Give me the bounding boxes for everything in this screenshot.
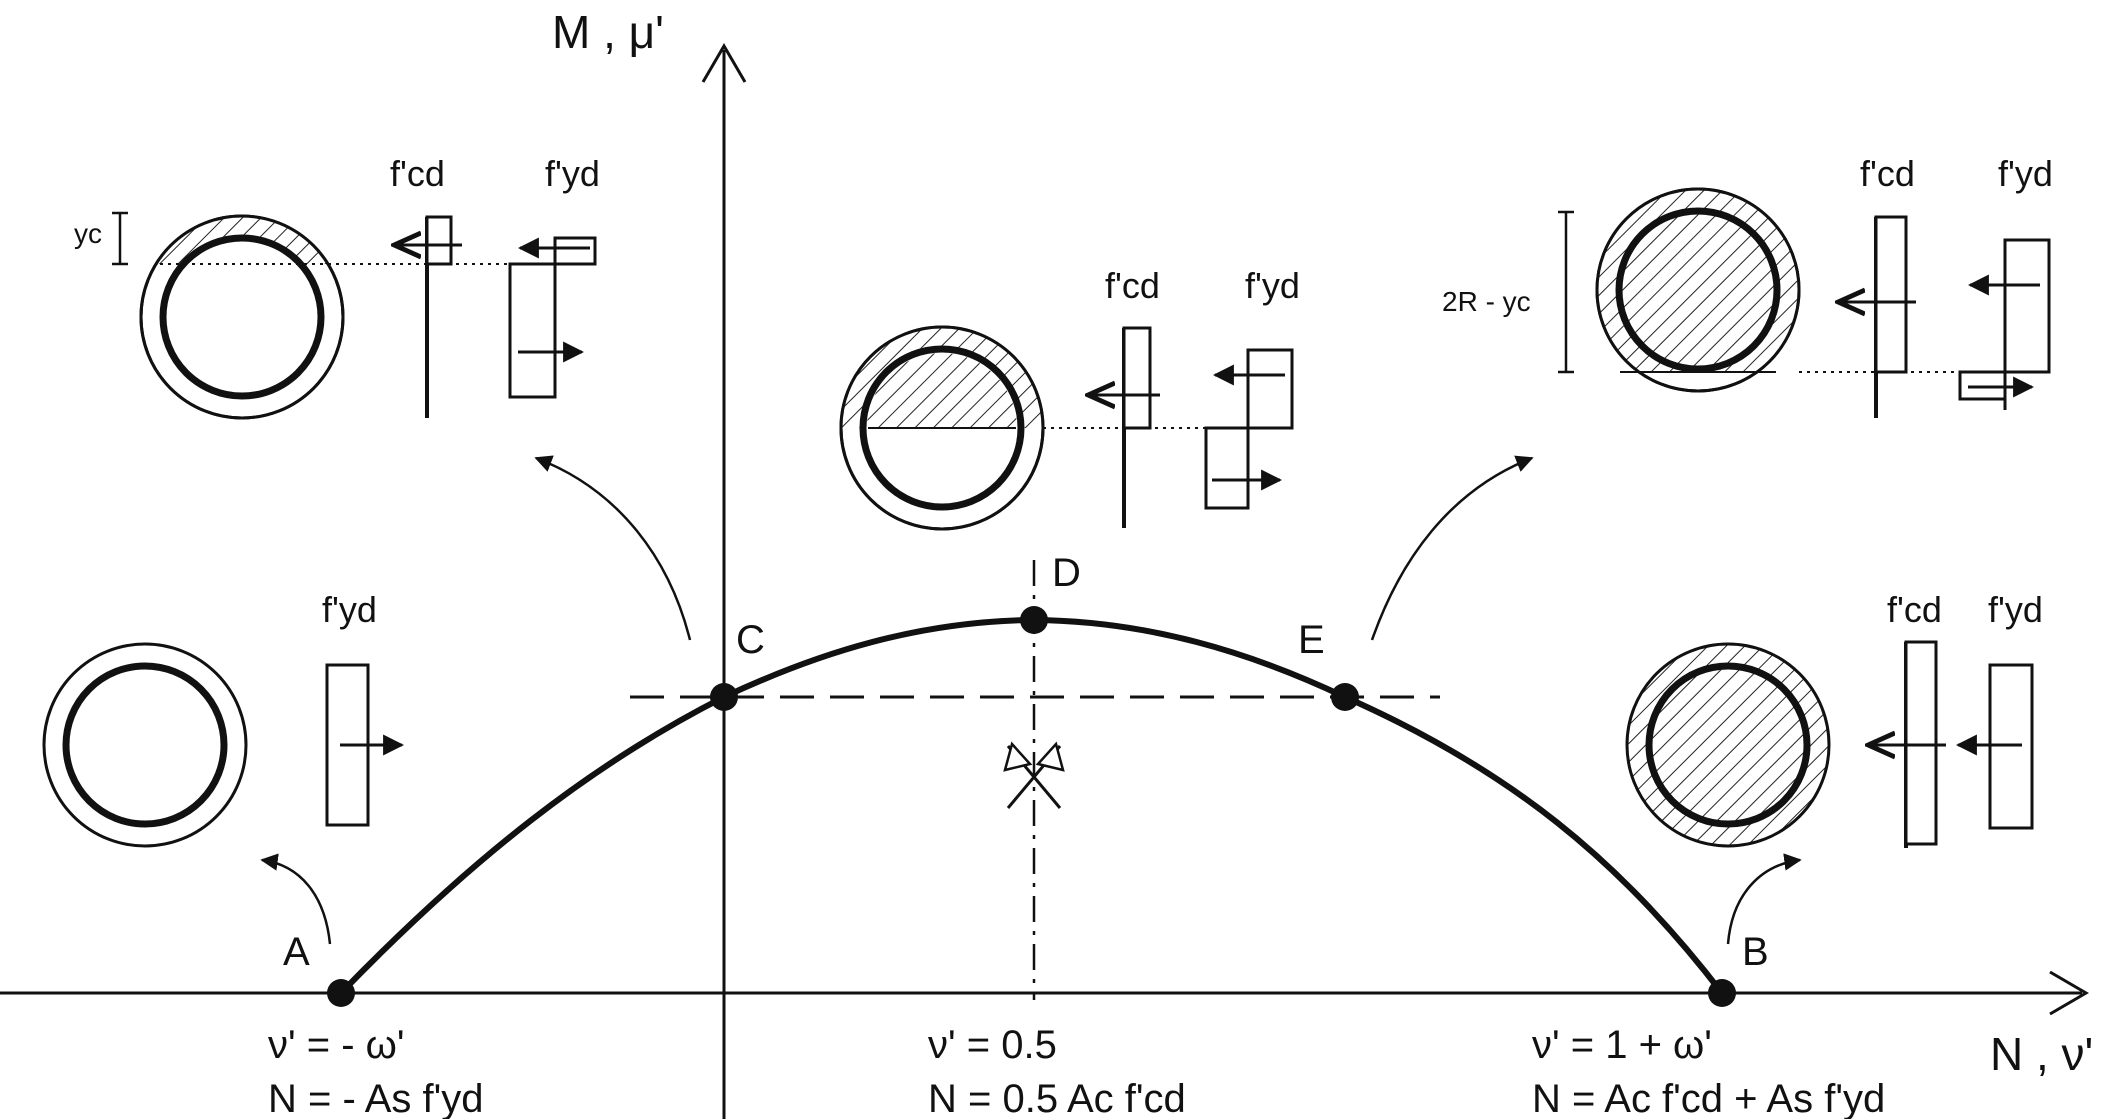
section-e-concrete-stress-block [1874, 215, 1908, 374]
point-a [327, 979, 355, 1007]
point-e [1331, 683, 1359, 711]
point-a-label: A [283, 930, 310, 974]
annotation-b-line2: N = Ac f'cd + As f'yd [1532, 1077, 1885, 1119]
section-c-steel-ring [159, 234, 325, 400]
axes: M , μ' N , ν' [0, 6, 2093, 1119]
point-c-label: C [736, 618, 765, 662]
pointer-arrow-c [534, 455, 692, 641]
y-axis-arrowhead [701, 43, 747, 83]
two-r-minus-yc-dimension [1558, 210, 1574, 374]
annotation-a-line2: N = - As f'yd [268, 1077, 484, 1119]
annotation-b-line1: ν' = 1 + ω' [1532, 1023, 1712, 1067]
section-b-steel-ring [1645, 662, 1811, 828]
section-d-fyd-label: f'yd [1245, 265, 1300, 306]
section-d: f'cd f'yd [839, 265, 1300, 531]
section-a: f'yd [42, 589, 405, 848]
section-d-steel-tension-block [1204, 426, 1250, 510]
yc-dimension [112, 211, 128, 266]
symmetry-icon [1003, 741, 1065, 809]
section-b-concrete-stress-block [1904, 640, 1938, 846]
section-e: 2R - yc f'cd f'yd [1442, 153, 2053, 418]
section-e-fcd-label: f'cd [1860, 153, 1915, 194]
pointer-arrow-e [1370, 455, 1534, 641]
section-b: f'cd f'yd [1625, 589, 2043, 848]
point-b-label: B [1742, 930, 1769, 974]
pointer-arrow-a [260, 853, 332, 945]
section-b-fcd-label: f'cd [1887, 589, 1942, 630]
section-a-fyd-label: f'yd [322, 589, 377, 630]
yc-label: yc [74, 218, 102, 249]
point-c [710, 683, 738, 711]
section-c-concrete-stress-block [425, 215, 453, 266]
section-c-fcd-label: f'cd [390, 153, 445, 194]
section-c-steel-compression-block [553, 236, 597, 266]
y-axis-label: M , μ' [552, 6, 664, 58]
section-b-fyd-label: f'yd [1988, 589, 2043, 630]
point-d-label: D [1052, 551, 1081, 595]
two-r-minus-yc-label: 2R - yc [1442, 286, 1531, 317]
section-e-steel-ring [1615, 207, 1781, 373]
pointer-arrow-b [1726, 853, 1802, 945]
section-a-steel-ring [62, 662, 228, 828]
section-c: yc f'cd f'yd [74, 153, 600, 420]
section-e-fyd-label: f'yd [1998, 153, 2053, 194]
x-axis-arrowhead [2049, 970, 2089, 1016]
section-d-fcd-label: f'cd [1105, 265, 1160, 306]
point-e-label: E [1298, 618, 1325, 662]
annotation-d-line1: ν' = 0.5 [928, 1023, 1057, 1067]
point-d [1020, 606, 1048, 634]
section-e-steel-compression-block [2003, 238, 2051, 374]
section-d-concrete-stress-block [1122, 326, 1152, 430]
point-b [1708, 979, 1736, 1007]
annotation-a-line1: ν' = - ω' [268, 1023, 405, 1067]
annotation-d-line2: N = 0.5 Ac f'cd [928, 1077, 1186, 1119]
section-d-steel-compression-block [1246, 348, 1294, 430]
section-c-fyd-label: f'yd [545, 153, 600, 194]
x-axis-label: N , ν' [1990, 1028, 2093, 1080]
section-c-steel-tension-block [508, 262, 557, 399]
interaction-curve [338, 616, 1725, 996]
